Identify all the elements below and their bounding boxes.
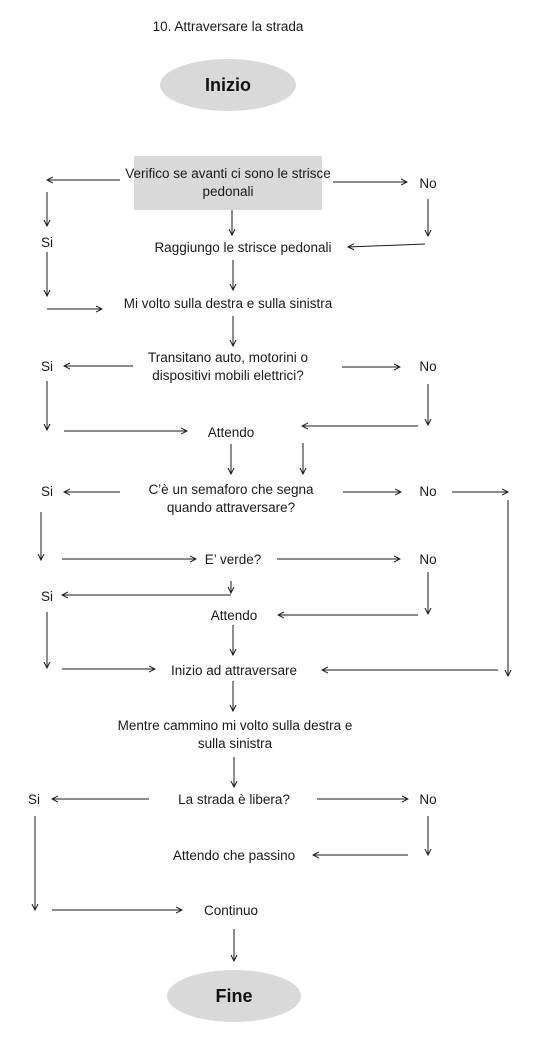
- page-title: 10. Attraversare la strada: [152, 19, 304, 34]
- end-oval: Fine: [167, 970, 301, 1022]
- step-attendo-1: Attendo: [207, 425, 255, 440]
- step-strada-libera: La strada è libera?: [178, 792, 290, 807]
- step-verde: E’ verde?: [204, 552, 262, 567]
- step-verifico: Verifico se avanti ci sono le strisce pe…: [125, 166, 331, 199]
- answer-si-4: Si: [40, 589, 54, 604]
- answer-no-4: No: [419, 552, 437, 567]
- step-mentre-cammino: Mentre cammino mi volto sulla destra e s…: [117, 718, 353, 751]
- answer-si-5: Si: [27, 792, 41, 807]
- connector-arrow-5: [348, 244, 426, 247]
- step-transitano: Transitano auto, motorini o dispositivi …: [147, 350, 309, 383]
- answer-no-2: No: [419, 359, 437, 374]
- answer-no-1: No: [419, 176, 437, 191]
- first-step-box: [134, 156, 322, 210]
- answer-no-5: No: [419, 792, 437, 807]
- step-attendo-passino: Attendo che passino: [172, 848, 296, 863]
- start-label: Inizio: [205, 74, 251, 95]
- answer-si-2: Si: [40, 359, 54, 374]
- step-inizio-attraversare: Inizio ad attraversare: [170, 663, 298, 678]
- answer-si-1: Si: [40, 235, 54, 250]
- answer-no-3: No: [419, 484, 437, 499]
- end-label: Fine: [215, 985, 253, 1006]
- step-attendo-2: Attendo: [210, 608, 258, 623]
- step-semaforo: C’è un semaforo che segna quando attrave…: [148, 482, 314, 515]
- start-oval: Inizio: [160, 59, 296, 111]
- step-continuo: Continuo: [203, 903, 259, 918]
- step-raggiungo: Raggiungo le strisce pedonali: [154, 240, 332, 255]
- answer-si-3: Si: [40, 484, 54, 499]
- step-volto: Mi volto sulla destra e sulla sinistra: [123, 296, 333, 311]
